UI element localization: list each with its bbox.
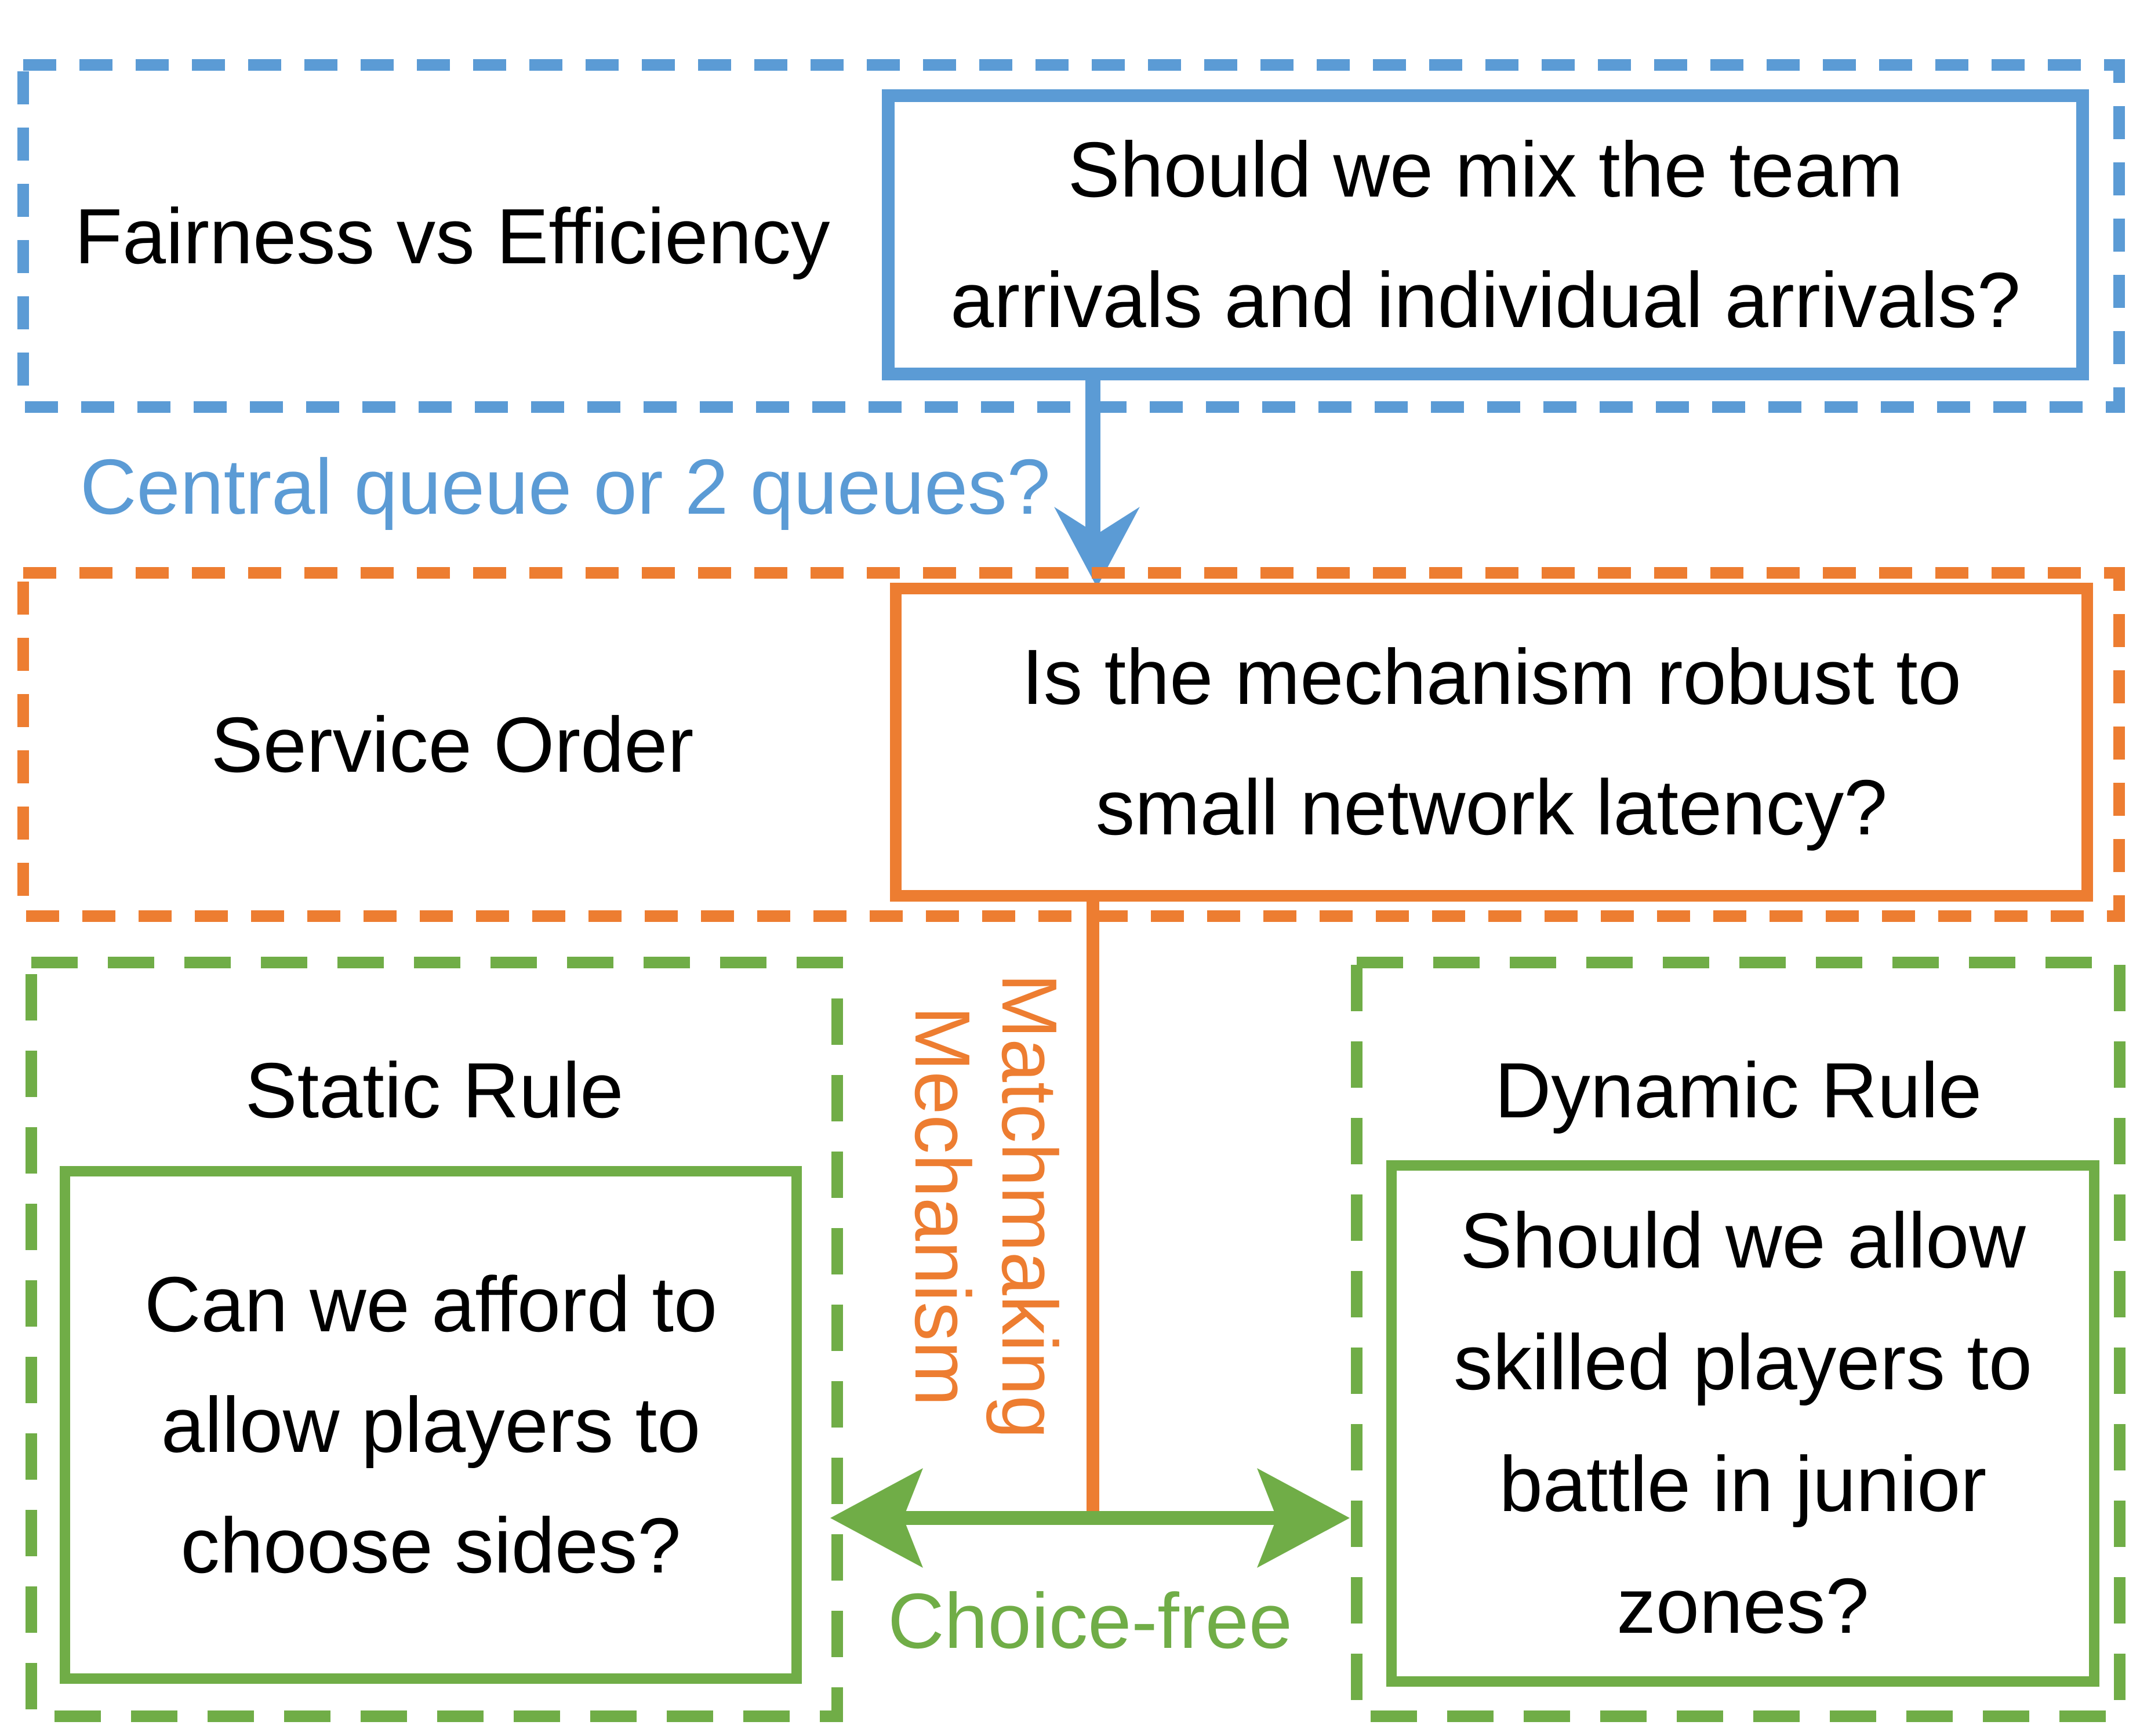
down-arrow-head-icon: [1054, 507, 1140, 587]
connector-label-line: Mechanism: [899, 1005, 986, 1407]
double-arrow-shaft: [896, 1511, 1284, 1525]
junior-zones-question: Should we allow skilled players to battl…: [1403, 1165, 2083, 1681]
double-arrow-left-head-icon: [830, 1468, 923, 1568]
question-line: battle in junior: [1499, 1440, 1987, 1528]
connector-label-line: Matchmaking: [986, 973, 1073, 1439]
double-arrow-right-head-icon: [1257, 1468, 1350, 1568]
fairness-dashed-box: [17, 59, 2125, 413]
service-order-dashed-box: [17, 567, 2125, 922]
question-line: arrivals and individual arrivals?: [950, 256, 2021, 344]
junior-zones-question-box: [1386, 1160, 2099, 1687]
static-rule-dashed-box: [26, 957, 843, 1722]
question-line: Should we allow: [1460, 1197, 2026, 1284]
team-arrivals-question-box: [882, 89, 2089, 380]
question-line: small network latency?: [1095, 764, 1888, 851]
question-line: Can we afford to: [144, 1260, 718, 1348]
service-order-label: Service Order: [210, 700, 694, 789]
question-line: Is the mechanism robust to: [1022, 633, 1961, 721]
choose-sides-question-box: [60, 1166, 802, 1684]
question-line: allow players to: [161, 1381, 701, 1469]
question-line: zones?: [1616, 1562, 1869, 1650]
question-line: choose sides?: [180, 1501, 681, 1589]
question-line: Should we mix the team: [1067, 126, 1903, 213]
question-line: skilled players to: [1454, 1319, 2032, 1406]
down-arrow-shaft: [1085, 376, 1100, 538]
dynamic-rule-label: Dynamic Rule: [1494, 1046, 1982, 1134]
central-queue-annotation: Central queue or 2 queues?: [80, 443, 1051, 531]
static-rule-label: Static Rule: [245, 1046, 624, 1134]
matchmaking-connector-line: [1087, 896, 1099, 1513]
fairness-label: Fairness vs Efficiency: [74, 192, 830, 280]
team-arrivals-question: Should we mix the team arrivals and indi…: [900, 99, 2071, 371]
matchmaking-mechanism-label: Matchmaking Mechanism: [899, 974, 1073, 1439]
choice-free-annotation: Choice-free: [888, 1577, 1292, 1665]
choose-sides-question: Can we afford to allow players to choose…: [77, 1171, 785, 1679]
latency-question-box: [890, 583, 2093, 902]
latency-question: Is the mechanism robust to small network…: [907, 591, 2076, 893]
